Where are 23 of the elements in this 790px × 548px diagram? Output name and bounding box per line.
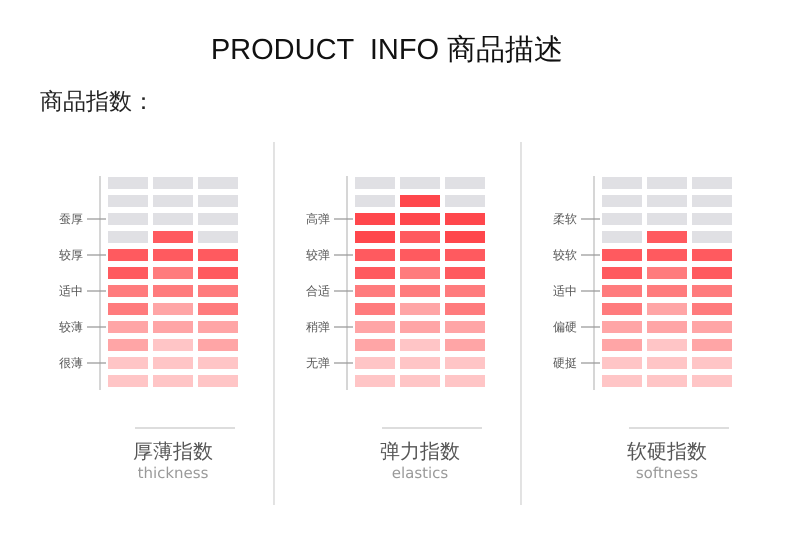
panel-subtitle: thickness [136,464,210,482]
panel-title: 弹力指数 [379,438,461,465]
panel-title: 厚薄指数 [132,438,214,465]
axis-label: 很薄 [58,355,83,372]
axis-label: 偏硬 [552,319,577,336]
axis-label: 较薄 [58,319,83,336]
axis-label: 较厚 [58,247,83,264]
axis-label: 较弹 [305,247,330,264]
section-heading: 商品指数： [40,88,155,117]
page-title: PRODUCT INFO 商品描述 [210,33,564,68]
axis-label: 无弹 [305,355,330,372]
panel-subtitle: softness [634,464,700,482]
axis-label: 硬挺 [552,355,577,372]
axis-label: 较软 [552,247,577,264]
axis-label: 适中 [552,283,577,300]
panel-title: 软硬指数 [626,438,708,465]
axis-label: 合适 [305,283,330,300]
axis-label: 稍弹 [305,319,330,336]
axis-label: 蚕厚 [58,211,83,228]
axis-label: 高弹 [305,211,330,228]
axis-label: 柔软 [552,211,577,228]
panel-subtitle: elastics [390,464,450,482]
axis-label: 适中 [58,283,83,300]
